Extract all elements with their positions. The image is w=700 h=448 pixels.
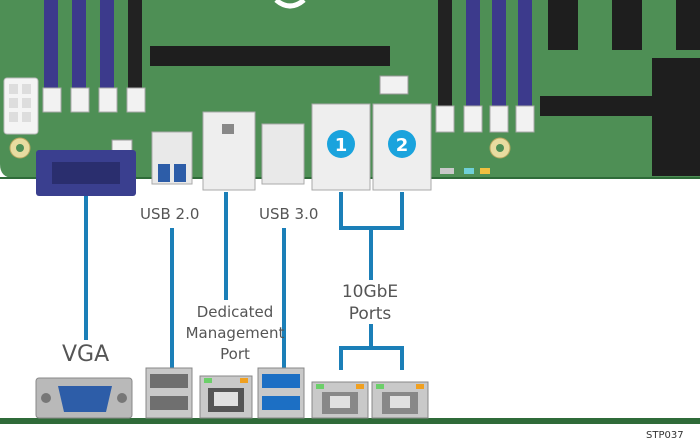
figure-code: STP037 — [646, 430, 684, 441]
mgmt-port-label: Dedicated Management Port — [180, 302, 290, 365]
usb2-label: USB 2.0 — [140, 205, 200, 223]
usb3-label: USB 3.0 — [259, 205, 319, 223]
status-leds — [440, 168, 490, 174]
board-usb3-connector — [261, 123, 305, 185]
board-vga-connector — [36, 150, 136, 196]
usb2-connector-icon — [145, 367, 193, 419]
mgmt-label-line1: Dedicated — [196, 303, 274, 321]
board-10gbe-port-2: 2 — [372, 103, 432, 191]
dimm-slots-left — [42, 0, 146, 113]
leader-lines — [84, 192, 404, 370]
tengbe-label-line1: 10GbE — [341, 282, 399, 302]
rear-io-panel — [0, 367, 700, 424]
pcie-slots — [540, 0, 700, 176]
rj45-10gbe-icon — [311, 381, 429, 419]
mgmt-label-line3: Port — [220, 345, 250, 363]
mgmt-label-line2: Management — [185, 324, 285, 342]
vga-label: VGA — [62, 342, 110, 367]
dimm-slots-right — [435, 0, 535, 133]
tengbe-label-line2: Ports — [348, 304, 392, 324]
port-2-number: 2 — [396, 135, 409, 156]
pin-header — [111, 46, 409, 153]
usb3-connector-icon — [257, 367, 305, 419]
port-1-number: 1 — [335, 135, 348, 156]
board-usb2-connector — [151, 131, 193, 185]
board-10gbe-port-1: 1 — [311, 103, 371, 191]
tengbe-ports-label: 10GbE Ports — [320, 281, 420, 325]
board-mgmt-connector — [202, 111, 256, 191]
rj45-management-icon — [199, 375, 253, 419]
power-connector — [3, 77, 39, 135]
vga-connector-icon — [35, 377, 133, 419]
